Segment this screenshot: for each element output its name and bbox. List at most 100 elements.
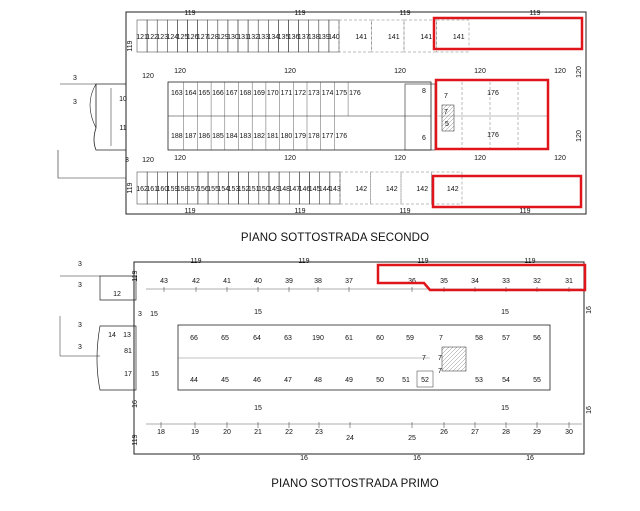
stall-number: 167 <box>226 90 238 97</box>
stall-number: 10 <box>119 96 127 103</box>
stall-number: 7 <box>438 355 442 362</box>
floor2-top-row: 1211221231241251261271281291301311321331… <box>136 19 470 53</box>
stall-number: 49 <box>345 377 353 384</box>
floor2-bottom-row: 1621611601591581571561551541531521511501… <box>136 171 463 205</box>
stall-number: 20 <box>223 429 231 436</box>
stall-number: 134 <box>268 34 280 41</box>
width-label: 119 <box>529 10 540 17</box>
stall-number: 53 <box>475 377 483 384</box>
width-label: 15 <box>254 309 262 316</box>
width-label: 16 <box>586 406 593 414</box>
stall-number: 172 <box>294 90 306 97</box>
stall-number: 144 <box>319 186 331 193</box>
width-label: 120 <box>576 130 583 142</box>
stall-number: 160 <box>157 186 169 193</box>
stall-number: 190 <box>312 335 324 342</box>
stall-number: 142 <box>355 186 367 193</box>
stall-number: 132 <box>247 34 259 41</box>
width-label: 119 <box>524 258 535 265</box>
stall-number: 27 <box>471 429 479 436</box>
stall-number: 122 <box>146 34 158 41</box>
stall-number: 65 <box>221 335 229 342</box>
stall-number: 163 <box>171 90 183 97</box>
stall-number: 155 <box>207 186 219 193</box>
floor1-stairs <box>441 346 467 372</box>
stall-number: 177 <box>322 133 334 140</box>
stall-number: 46 <box>253 377 261 384</box>
stall-number: 66 <box>190 335 198 342</box>
width-label: 119 <box>184 208 195 215</box>
stall-number: 157 <box>187 186 199 193</box>
stall-number: 188 <box>171 133 183 140</box>
stall-number: 141 <box>420 34 432 41</box>
stall-number: 176 <box>487 132 499 139</box>
width-label: 120 <box>474 68 486 75</box>
stall-number: 180 <box>281 133 293 140</box>
stall-number: 57 <box>502 335 510 342</box>
stall-number: 11 <box>119 125 126 132</box>
stall-number: 54 <box>502 377 510 384</box>
stall-number: 170 <box>267 90 279 97</box>
stall-number: 43 <box>160 278 168 285</box>
stall-number: 81 <box>124 348 132 355</box>
width-label: 120 <box>576 66 583 78</box>
width-label: 15 <box>501 405 509 412</box>
stall-number: 60 <box>376 335 384 342</box>
stall-number: 133 <box>257 34 269 41</box>
width-label: 120 <box>554 155 566 162</box>
stall-number: 142 <box>386 186 398 193</box>
stall-number: 176 <box>487 90 499 97</box>
stall-number: 7 <box>422 355 426 362</box>
stall-number: 28 <box>502 429 510 436</box>
stall-number: 58 <box>475 335 483 342</box>
stall-number: 152 <box>238 186 250 193</box>
stall-number: 125 <box>177 34 189 41</box>
width-label: 120 <box>142 157 154 164</box>
stall-number: 18 <box>157 429 165 436</box>
stall-number: 7 <box>438 368 442 375</box>
parking-stall <box>431 171 463 205</box>
width-label: 119 <box>294 208 305 215</box>
stall-number: 35 <box>440 278 448 285</box>
width-label: 119 <box>127 40 134 51</box>
stall-number: 123 <box>156 34 168 41</box>
width-label: 120 <box>394 155 406 162</box>
stall-number: 154 <box>217 186 229 193</box>
stall-number: 22 <box>285 429 293 436</box>
width-label: 15 <box>501 309 509 316</box>
width-label: 119 <box>519 208 530 215</box>
width-label: 15 <box>150 311 158 318</box>
stall-number: 148 <box>278 186 290 193</box>
stall-number: 52 <box>421 377 429 384</box>
floor1-title: PIANO SOTTOSTRADA PRIMO <box>271 478 439 490</box>
width-label: 16 <box>586 306 593 314</box>
width-label: 16 <box>132 400 139 408</box>
parking-stall <box>329 171 341 205</box>
stall-number: 175 <box>335 90 347 97</box>
stall-number: 26 <box>440 429 448 436</box>
width-label: 120 <box>174 155 186 162</box>
stall-number: 181 <box>267 133 279 140</box>
floor2-title: PIANO SOTTOSTRADA SECONDO <box>241 232 429 244</box>
stall-number: 55 <box>533 377 541 384</box>
stall-number: 37 <box>345 278 353 285</box>
width-label: 119 <box>132 270 139 281</box>
stall-number: 39 <box>285 278 293 285</box>
stall-number: 50 <box>376 377 384 384</box>
stall-number: 184 <box>226 133 238 140</box>
stall-number: 24 <box>346 435 354 442</box>
stall-number: 17 <box>124 371 132 378</box>
stall-number: 168 <box>240 90 252 97</box>
parking-stall <box>436 19 470 53</box>
stall-number: 7 <box>444 93 448 100</box>
stall-number: 40 <box>254 278 262 285</box>
stall-number: 183 <box>240 133 252 140</box>
stall-number: 48 <box>314 377 322 384</box>
stall-number: 151 <box>248 186 260 193</box>
width-label: 16 <box>300 455 308 462</box>
stall-number: 129 <box>217 34 229 41</box>
